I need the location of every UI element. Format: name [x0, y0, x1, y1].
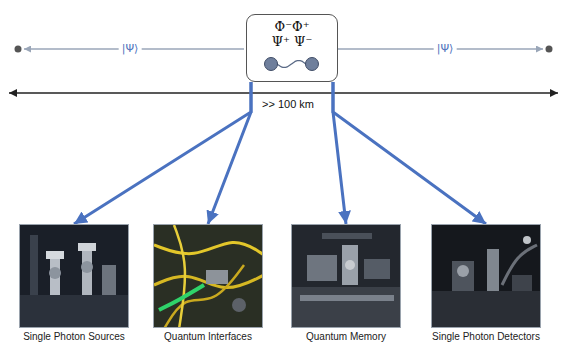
component-caption: Quantum Memory: [290, 331, 402, 343]
photo-detail: [342, 245, 358, 285]
qubit-dot: [265, 58, 278, 71]
photo-detail: [432, 291, 541, 328]
photo-detail: [82, 247, 92, 295]
photo-detail: [512, 275, 532, 291]
photo-detail: [322, 233, 372, 239]
bell-state-label: Ψ⁺ Ψ⁻: [247, 34, 337, 49]
lab-photo: [20, 225, 129, 328]
photo-detail: [292, 287, 401, 328]
component-photo: Quantum Memory: [290, 224, 402, 343]
component-caption: Single Photon Detectors: [430, 331, 542, 343]
component-caption: Single Photon Sources: [18, 331, 130, 343]
photo-frame: [431, 224, 541, 328]
photo-detail: [292, 225, 401, 328]
photo-detail: [523, 236, 531, 244]
component-caption: Quantum Interfaces: [152, 331, 264, 343]
photo-detail: [154, 242, 263, 255]
photo-detail: [78, 243, 96, 251]
component-arrow: [333, 82, 486, 224]
lab-photo: [292, 225, 401, 328]
photo-detail: [30, 235, 38, 295]
photo-detail: [300, 295, 394, 301]
photo-detail: [307, 255, 337, 281]
photo-detail: [102, 265, 116, 295]
photo-detail: [49, 267, 61, 279]
entanglement-wave: [277, 61, 306, 68]
distance-label: >> 100 km: [259, 98, 317, 110]
photo-detail: [432, 225, 541, 328]
component-arrow: [333, 82, 346, 224]
endpoint-dot: [546, 46, 553, 53]
photo-detail: [159, 285, 204, 310]
photo-detail: [20, 225, 129, 328]
photo-detail: [232, 298, 246, 312]
lab-photo: [432, 225, 541, 328]
photo-detail: [457, 265, 469, 277]
photo-detail: [46, 251, 64, 259]
photo-detail: [206, 270, 228, 284]
bell-state-label: Φ⁻Φ⁺: [247, 19, 337, 34]
endpoint-dot: [15, 46, 22, 53]
component-arrow: [208, 82, 251, 224]
photo-detail: [154, 225, 263, 328]
component-arrow: [74, 82, 251, 224]
photo-detail: [20, 295, 129, 328]
state-label: |Ψ⟩: [434, 42, 457, 55]
photo-detail: [164, 265, 244, 328]
bell-state-box: Φ⁻Φ⁺Ψ⁺ Ψ⁻: [246, 14, 338, 82]
photo-detail: [81, 261, 93, 273]
photo-detail: [364, 259, 390, 279]
photo-detail: [345, 260, 355, 270]
photo-detail: [452, 261, 474, 291]
component-photo: Single Photon Detectors: [430, 224, 542, 343]
photo-detail: [50, 255, 60, 295]
distance-arrow: [9, 92, 558, 94]
state-label: |Ψ⟩: [119, 42, 142, 55]
entangled-pair: [247, 47, 336, 81]
lab-photo: [154, 225, 263, 328]
photo-frame: [291, 224, 401, 328]
component-photo: Single Photon Sources: [18, 224, 130, 343]
photo-detail: [487, 249, 499, 291]
photo-detail: [174, 225, 185, 328]
photo-frame: [19, 224, 129, 328]
component-photo: Quantum Interfaces: [152, 224, 264, 343]
qubit-dot: [305, 58, 318, 71]
photo-frame: [153, 224, 263, 328]
